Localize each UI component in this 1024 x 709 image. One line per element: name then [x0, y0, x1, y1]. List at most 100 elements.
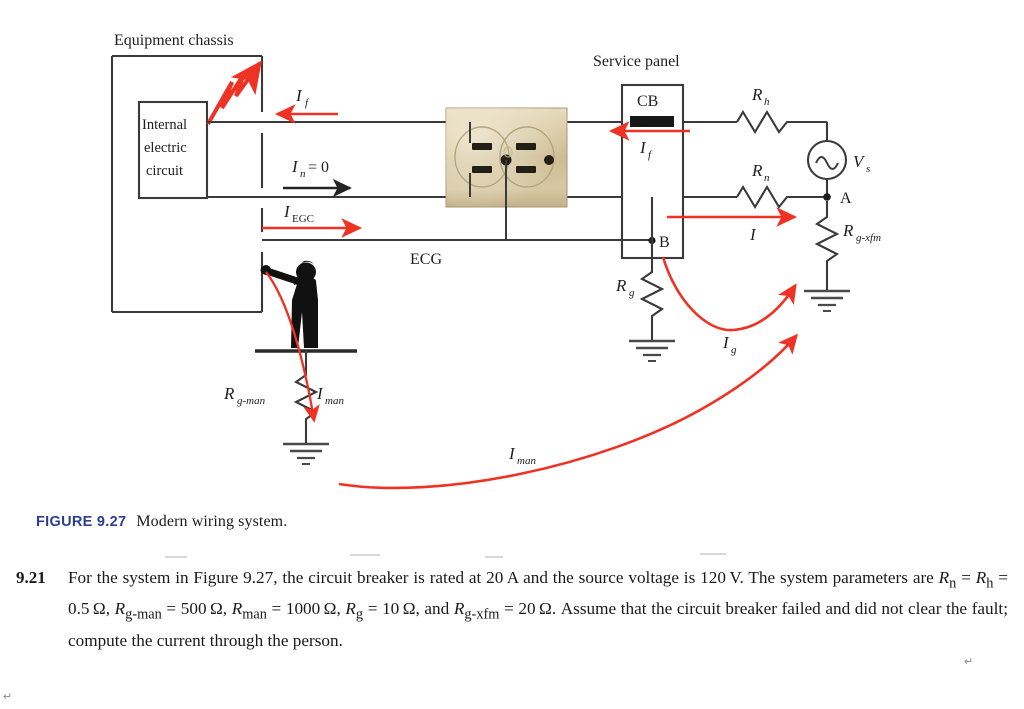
person-hair — [299, 260, 314, 265]
internal-electric-circuit-box: Internal electric circuit — [137, 100, 209, 200]
rh-zigzag — [736, 109, 793, 135]
figure-number: FIGURE 9.27 — [36, 514, 127, 530]
socket-right-slot-top — [516, 143, 536, 150]
cropped-text-artifact — [485, 556, 503, 558]
rg-xfm-sub: g-xfm — [856, 232, 881, 244]
param-rg-sub: g — [355, 606, 364, 623]
person-shoulder — [294, 275, 316, 286]
source-sine-glyph — [815, 156, 839, 170]
iman-return-sub: man — [517, 455, 536, 467]
current-if-top: I f — [274, 86, 338, 124]
person-body — [291, 281, 318, 348]
problem-number: 9.21 — [16, 568, 46, 587]
paragraph-mark-left: ↵ — [3, 691, 13, 703]
if-panel-label: I — [639, 138, 647, 157]
service-panel-group: Service panel CB B — [593, 53, 685, 260]
iman-person-sub: man — [325, 395, 344, 407]
figure-caption-text: Modern wiring system. — [136, 513, 288, 530]
param-rman-sub: man — [242, 606, 267, 623]
resistor-rg-man: R g-man — [223, 351, 329, 465]
ig-label: I — [722, 333, 730, 352]
param-rg-xfm: R — [453, 599, 465, 619]
param-rg-man: R — [114, 599, 126, 619]
internal-circuit-line3: circuit — [146, 163, 183, 179]
current-in-zero: I n = 0 — [283, 157, 352, 198]
rg-xfm-label: R — [842, 221, 854, 240]
rg-sub: g — [629, 287, 635, 299]
internal-circuit-line1: Internal — [142, 117, 187, 133]
cb-label: CB — [637, 93, 658, 110]
socket-right-ground-pin — [544, 155, 554, 165]
rh-sub: h — [764, 96, 770, 108]
outlet-socket-right — [499, 126, 555, 188]
paragraph-mark-right: ↵ — [964, 656, 974, 668]
current-iman-return: I man — [338, 333, 799, 490]
problem-seg-1: For the system in Figure 9.27, the circu… — [68, 568, 939, 587]
ig-sub: g — [731, 344, 737, 356]
chassis-outline — [110, 54, 262, 314]
internal-circuit-rect — [137, 100, 209, 200]
socket-right-slot-bottom — [516, 166, 536, 173]
ecg-label: ECG — [410, 251, 442, 268]
circuit-breaker-bar — [630, 116, 674, 127]
problem-block: 9.21 For the system in Figure 9.27, the … — [16, 565, 1008, 653]
resistor-rg: R g — [615, 258, 675, 362]
param-rh-sub: h — [986, 575, 994, 592]
current-if-panel: I f — [608, 121, 690, 161]
if-top-label: I — [295, 86, 303, 105]
figure-caption: FIGURE 9.27 Modern wiring system. — [36, 513, 287, 531]
resistor-rh: R h — [736, 85, 793, 135]
param-rn-sub: n — [949, 575, 957, 592]
source-circle — [806, 139, 848, 181]
param-rg: R — [345, 599, 356, 619]
resistor-rg-xfm: R g-xfm — [804, 201, 881, 312]
current-i-main: I — [667, 207, 798, 244]
param-rman: R — [231, 599, 243, 619]
param-rn: R — [938, 568, 950, 587]
iman-return-label: I — [508, 444, 516, 463]
person-figure — [255, 260, 357, 353]
service-panel-label: Service panel — [593, 53, 680, 70]
equipment-chassis-group: Equipment chassis — [110, 32, 264, 314]
current-ig-curve: I g — [661, 256, 797, 356]
egc-wire — [262, 236, 656, 245]
socket-left-slot-bottom — [472, 166, 492, 173]
cropped-text-artifact — [350, 554, 380, 556]
problem-seg-2: = — [956, 568, 976, 587]
current-iman-person: I man — [265, 271, 344, 423]
rh-label: R — [751, 85, 763, 104]
iman-person-label: I — [316, 384, 324, 403]
wall-outlet-receptacle — [445, 107, 568, 240]
param-rg-man-sub: g-man — [125, 606, 162, 623]
param-rg-xfm-sub: g-xfm — [464, 606, 500, 623]
ground-symbol-xfm — [804, 289, 850, 312]
problem-seg-3: = 0.5 Ω, — [68, 568, 1008, 619]
rn-sub: n — [764, 172, 770, 184]
problem-seg-6: = 10 Ω, and — [363, 599, 454, 619]
rg-man-zigzag — [293, 351, 319, 443]
iegc-label: I — [283, 202, 291, 221]
vs-sub: s — [866, 163, 870, 175]
current-iegc: I EGC — [262, 202, 363, 238]
iman-return-path — [338, 333, 799, 490]
rg-xfm-zigzag — [814, 201, 840, 290]
resistor-rn: R n — [736, 161, 793, 210]
node-a-dot — [823, 193, 831, 201]
rn-zigzag — [736, 184, 793, 210]
if-panel-sub: f — [648, 149, 653, 161]
iman-person-path — [265, 271, 320, 423]
socket-left-slot-top — [472, 143, 492, 150]
node-b-label: B — [659, 234, 670, 251]
cropped-text-artifact — [165, 556, 187, 558]
problem-seg-4: = 500 Ω, — [161, 599, 232, 619]
problem-text: For the system in Figure 9.27, the circu… — [68, 565, 1008, 653]
node-a-label: A — [840, 190, 852, 207]
rg-label: R — [615, 276, 627, 295]
iegc-sub: EGC — [292, 213, 314, 225]
rg-man-label: R — [223, 384, 235, 403]
ground-symbol-man — [283, 442, 329, 465]
in-zero-sub: n — [300, 168, 306, 180]
in-zero-label: I — [291, 157, 299, 176]
if-top-sub: f — [305, 97, 310, 109]
in-zero-equals: = 0 — [308, 159, 329, 176]
